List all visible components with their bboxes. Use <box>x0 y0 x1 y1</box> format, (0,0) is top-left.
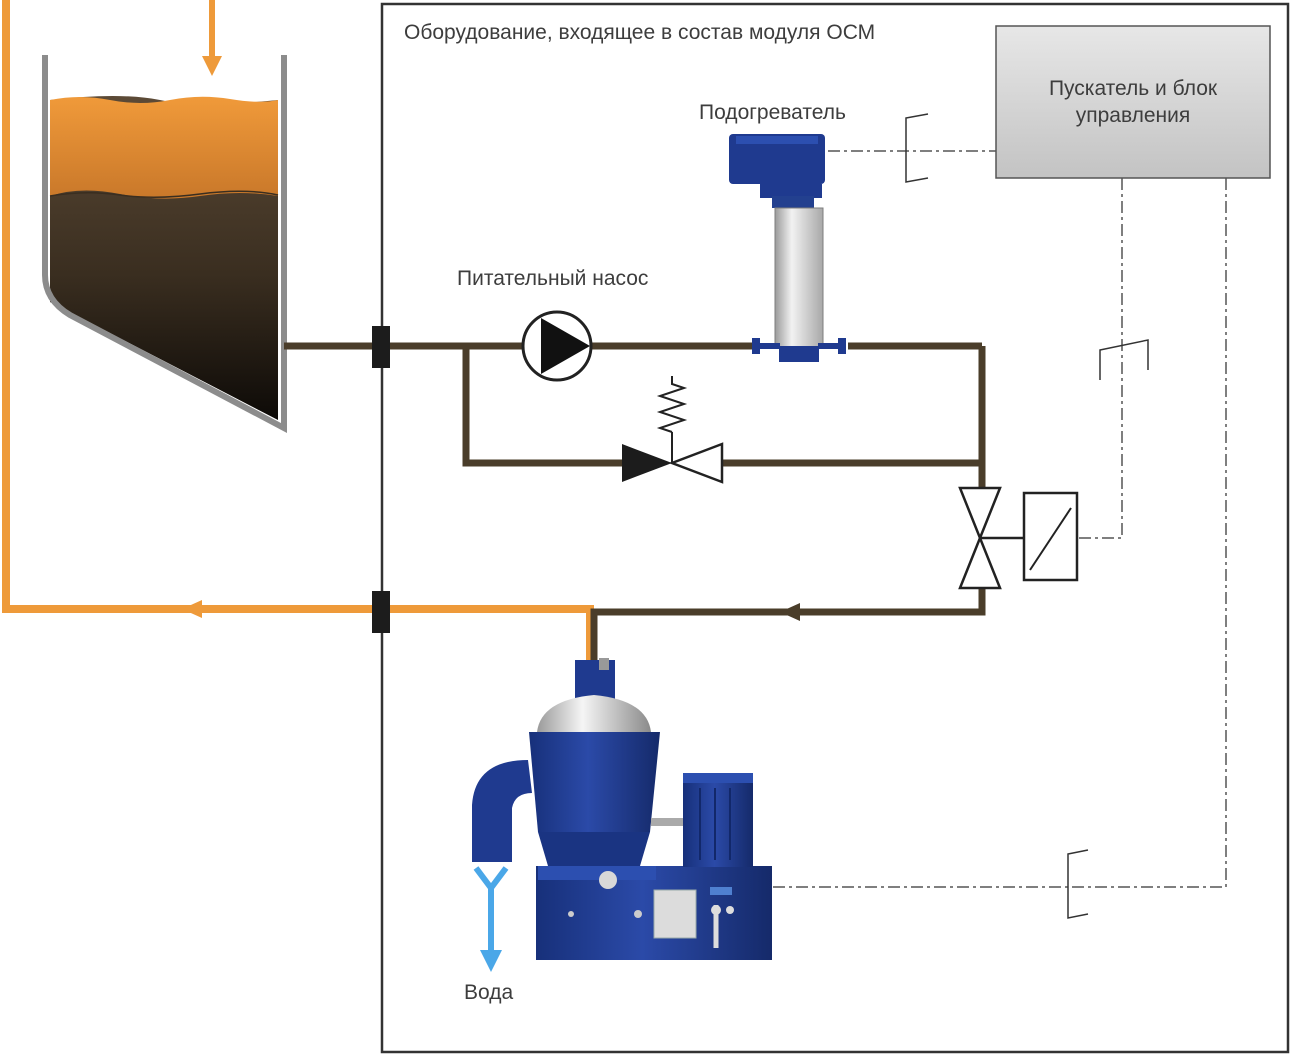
relief-valve-icon <box>622 376 724 484</box>
heater-icon <box>729 134 846 362</box>
module-title: Оборудование, входящее в состав модуля О… <box>404 21 875 44</box>
control-box-line2: управления <box>1076 104 1191 127</box>
return-inlet-arrow-icon <box>202 56 222 76</box>
separator-icon <box>472 658 772 960</box>
feed-return-arrow-icon <box>780 603 800 621</box>
signal-lines <box>768 150 1227 888</box>
tank-walls <box>42 55 287 433</box>
solenoid-valve-icon <box>958 486 1079 590</box>
control-box: Пускатель и блок управления <box>995 25 1271 179</box>
feed-connector <box>372 326 390 368</box>
tank-icon <box>42 55 287 433</box>
return-connector <box>372 591 390 633</box>
control-box-line1: Пускатель и блок <box>1049 77 1218 100</box>
module-boundary <box>380 2 1290 1054</box>
pump-label: Питательный насос <box>457 267 648 290</box>
water-label: Вода <box>464 981 513 1004</box>
tank-oil-layer <box>50 96 278 199</box>
water-outlet-icon <box>473 866 509 950</box>
return-direction-arrow-icon <box>182 600 202 618</box>
signal-break-marks <box>905 113 1149 919</box>
water-arrow-icon <box>480 950 502 972</box>
tank-interface-line <box>49 190 279 199</box>
motor-icon <box>651 773 753 867</box>
heater-label: Подогреватель <box>699 101 846 124</box>
pump-icon <box>521 310 593 382</box>
return-line <box>2 0 594 660</box>
